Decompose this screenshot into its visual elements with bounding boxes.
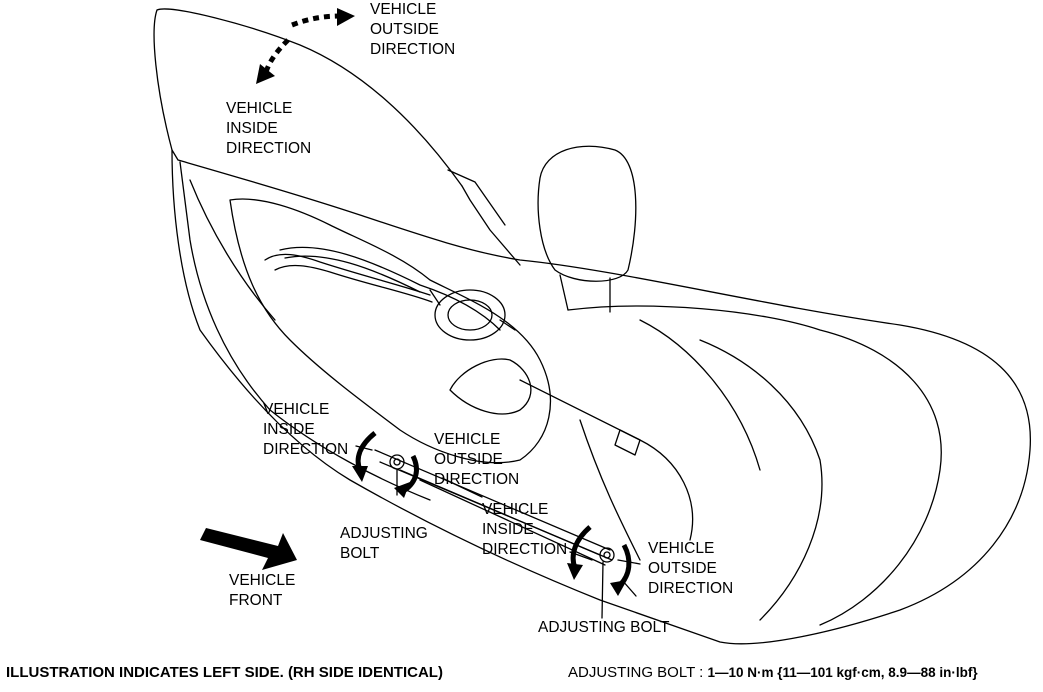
regulator-rod bbox=[279, 246, 501, 331]
illustration-note: ILLUSTRATION INDICATES LEFT SIDE. (RH SI… bbox=[6, 664, 443, 681]
seat-back bbox=[567, 305, 942, 626]
torque-label: ADJUSTING BOLT : bbox=[568, 664, 708, 681]
rotation-arrow-icon bbox=[394, 482, 410, 498]
regulator-motor bbox=[434, 289, 506, 341]
bolt-icon bbox=[599, 547, 615, 619]
door-glass bbox=[153, 8, 463, 187]
label-right-bolt: ADJUSTING BOLT bbox=[538, 619, 670, 636]
inner-panel bbox=[229, 198, 552, 464]
rotation-arrow-icon bbox=[352, 466, 368, 482]
curved-dotted-arrow-icon bbox=[337, 8, 355, 26]
rotation-arrow-icon bbox=[567, 563, 583, 580]
torque-spec: ADJUSTING BOLT : 1—10 N·m {11—101 kgf·cm… bbox=[568, 664, 978, 681]
front-arrow-icon bbox=[200, 528, 297, 570]
torque-value: 1—10 N·m {11—101 kgf·cm, 8.9—88 in·lbf} bbox=[707, 665, 978, 680]
curved-dotted-arrow-icon bbox=[263, 13, 343, 73]
curved-dotted-arrow-icon bbox=[256, 64, 275, 84]
headrest bbox=[537, 145, 637, 282]
door-frame bbox=[171, 149, 1031, 645]
rotation-arrow-icon bbox=[610, 580, 627, 596]
